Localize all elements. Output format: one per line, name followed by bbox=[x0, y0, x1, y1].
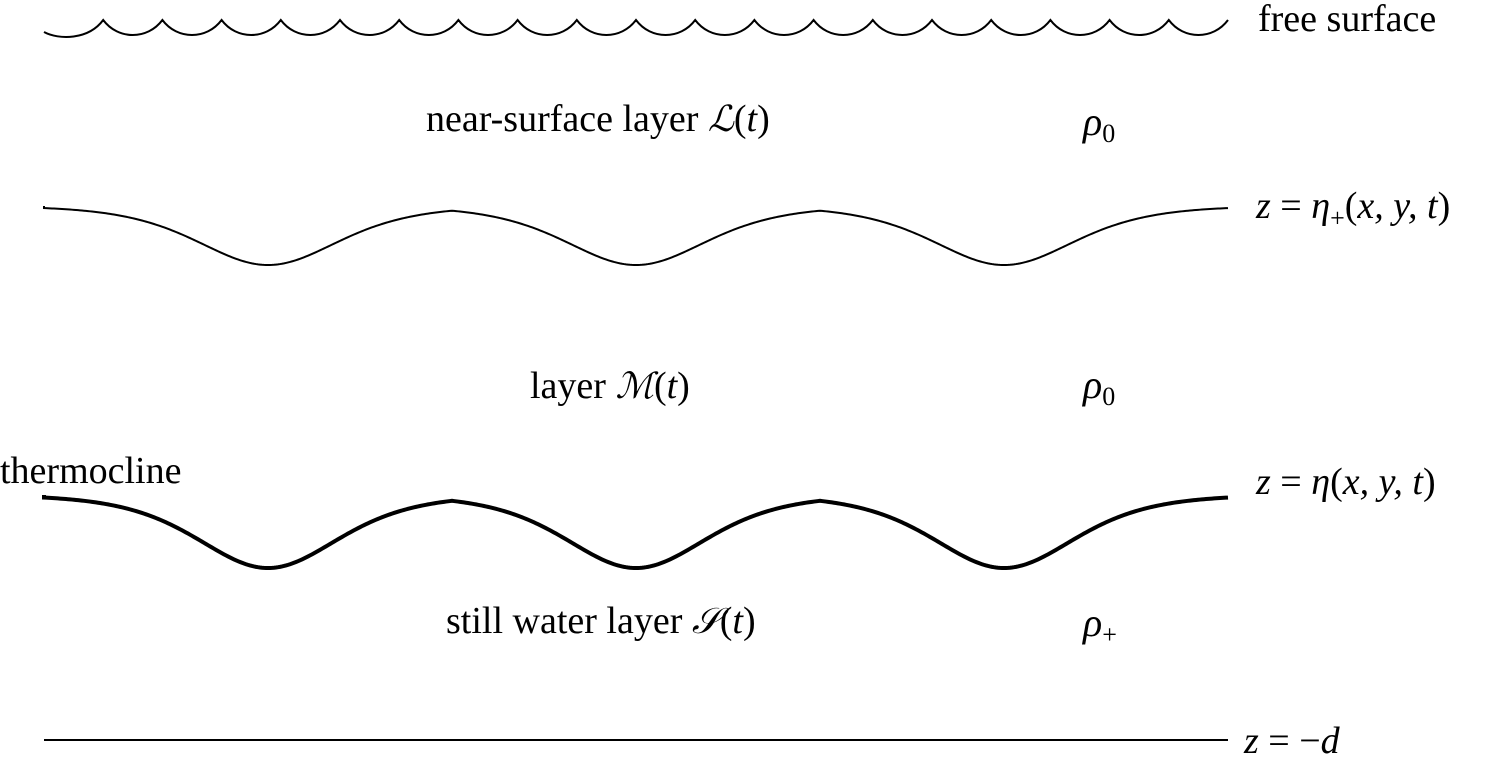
still-water-layer-prefix: still water layer bbox=[446, 600, 692, 642]
still-water-density-subscript: + bbox=[1102, 620, 1117, 649]
middle-layer-prefix: layer bbox=[530, 365, 616, 407]
still-water-density-symbol: ρ bbox=[1083, 600, 1103, 645]
thermocline-interface-label: z = η(x, y, t) bbox=[1256, 461, 1436, 503]
still-water-layer-label: still water layer 𝒮(t) bbox=[446, 600, 756, 642]
upper-interface-line bbox=[43, 206, 1229, 267]
middle-layer-label: layer ℳ(t) bbox=[530, 365, 690, 407]
near-surface-layer-arg: t bbox=[746, 98, 758, 140]
near-surface-density-symbol: ρ bbox=[1083, 99, 1103, 144]
upper-interface-lhs: z bbox=[1256, 185, 1271, 227]
middle-layer-symbol: ℳ bbox=[615, 366, 654, 407]
near-surface-layer-label: near-surface layer ℒ(t) bbox=[426, 98, 770, 140]
thermocline-args: x, y, t bbox=[1342, 461, 1423, 503]
bottom-interface-label: z = −d bbox=[1244, 722, 1340, 760]
near-surface-layer-prefix: near-surface layer bbox=[426, 98, 708, 140]
middle-layer-density: ρ0 bbox=[1083, 365, 1115, 410]
upper-interface-func-sub: + bbox=[1330, 203, 1345, 233]
upper-interface-eq: = bbox=[1270, 185, 1312, 227]
bottom-rhs: d bbox=[1320, 720, 1340, 762]
still-water-layer-symbol: 𝒮 bbox=[691, 601, 720, 642]
thermocline-lhs: z bbox=[1256, 461, 1271, 503]
upper-interface-args: x, y, t bbox=[1357, 185, 1438, 227]
near-surface-density: ρ0 bbox=[1083, 102, 1115, 147]
near-surface-density-subscript: 0 bbox=[1102, 119, 1116, 148]
bottom-lhs: z bbox=[1244, 720, 1259, 762]
thermocline-label: thermocline bbox=[0, 450, 182, 492]
middle-layer-arg: t bbox=[666, 365, 678, 407]
thermocline-func: η bbox=[1311, 461, 1331, 503]
upper-interface-label: z = η+(x, y, t) bbox=[1256, 185, 1451, 233]
thermocline-line bbox=[42, 495, 1229, 571]
bottom-eq: = − bbox=[1258, 720, 1321, 762]
thermocline-eq: = bbox=[1270, 461, 1312, 503]
still-water-layer-arg: t bbox=[732, 600, 743, 642]
free-surface-line bbox=[43, 18, 1229, 38]
upper-interface-func: η bbox=[1311, 185, 1331, 227]
middle-layer-density-subscript: 0 bbox=[1102, 382, 1116, 411]
still-water-density: ρ+ bbox=[1083, 603, 1117, 648]
middle-layer-density-symbol: ρ bbox=[1083, 362, 1103, 407]
near-surface-layer-symbol: ℒ bbox=[707, 99, 734, 140]
free-surface-label: free surface bbox=[1258, 0, 1437, 40]
